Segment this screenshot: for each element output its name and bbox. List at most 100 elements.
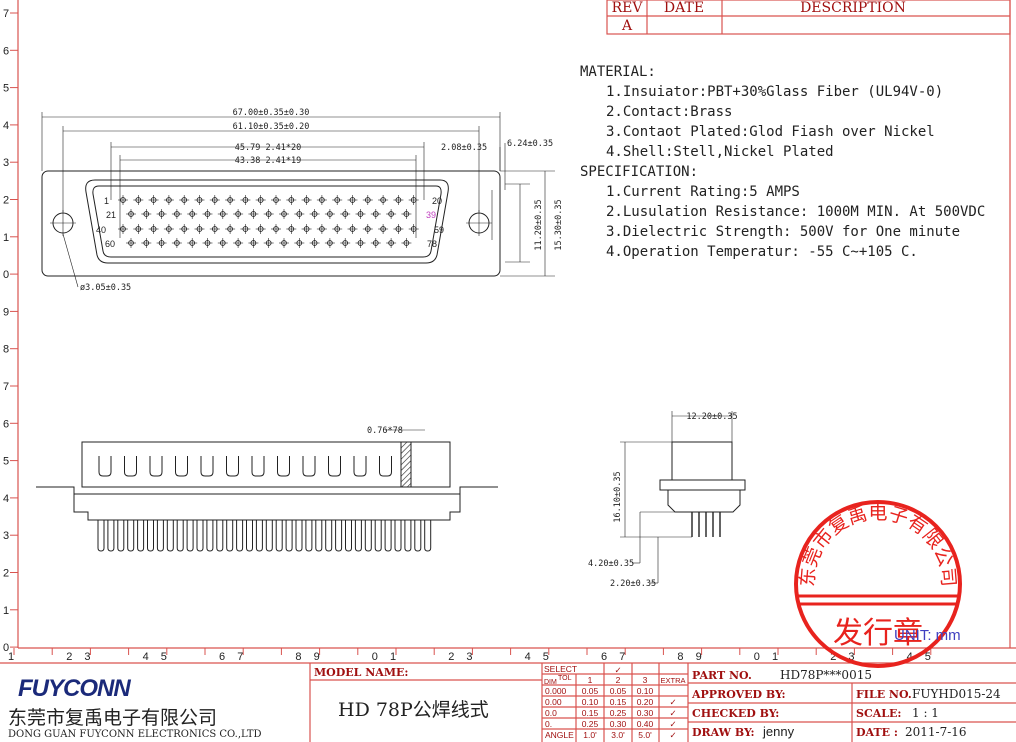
scale-label: SCALE: (856, 707, 901, 720)
sheet-frame (17, 0, 1016, 649)
solder-cup (147, 520, 154, 552)
tolerance-cell: 0.25 (610, 708, 627, 718)
ruler-tick-label: 6 (219, 651, 225, 663)
ruler-tick-label: 7 (237, 651, 243, 663)
svg-text:✓: ✓ (669, 708, 676, 718)
tolerance-cell: 0.15 (582, 708, 599, 718)
contact-pin (378, 195, 389, 205)
contact-pin (141, 238, 152, 248)
ruler-tick-label: 9 (314, 651, 320, 663)
contact-pin (279, 238, 289, 248)
contact-pin (217, 238, 228, 248)
ruler-tick-label: 1 (772, 651, 778, 663)
tolerance-cell: 0.0 (545, 708, 557, 718)
ruler-tick-label: 0 (3, 269, 9, 281)
side-body (73, 494, 461, 521)
contact-pin (340, 209, 351, 219)
side-slot (98, 456, 112, 477)
contact-pin (294, 238, 305, 248)
revision-table: REV DATE DESCRIPTION A (606, 0, 1011, 35)
tolerance-cell: 3.0' (611, 730, 625, 740)
dim-row-2-span: 43.38 2.41*19 (235, 156, 302, 166)
solder-cup (97, 520, 105, 552)
tol-col-3: 3 (643, 675, 648, 685)
pin-label-60: 60 (105, 239, 115, 249)
contact-pin (179, 224, 190, 234)
draw-by-label: DRAW BY: (692, 726, 755, 739)
material-item: 3.Contaot Plated:Glod Fiash over Nickel (606, 124, 935, 140)
tol-col-1: 1 (588, 675, 593, 685)
dim-mount-hole-spacing: 61.10±0.35±0.20 (233, 122, 310, 132)
company-name-cn: 东莞市复禹电子有限公司 (8, 707, 217, 729)
contact-pin (324, 238, 335, 248)
ruler-tick-label: 4 (3, 493, 9, 505)
side-slot (124, 456, 137, 477)
svg-text:✓: ✓ (669, 697, 676, 707)
solder-cup (305, 520, 313, 552)
solder-cup (196, 520, 204, 552)
tol-dim: DIM (544, 679, 557, 686)
solder-cup (424, 520, 432, 552)
scale-value: 1 : 1 (912, 706, 939, 720)
contact-pin (355, 209, 366, 219)
ruler-tick-label: 3 (84, 651, 90, 663)
material-item: 2.Contact:Brass (606, 104, 733, 120)
description-header: DESCRIPTION (800, 0, 906, 16)
contact-pin (171, 238, 182, 248)
contact-pin (133, 224, 144, 234)
ruler-tick-label: 5 (161, 651, 167, 663)
specification-heading: SPECIFICATION: (580, 164, 699, 180)
contact-pin (386, 238, 397, 248)
side-slot (379, 456, 392, 477)
specification-item: 3.Dielectric Strength: 500V for One minu… (606, 224, 961, 240)
side-shell (81, 441, 451, 488)
date-header: DATE (664, 0, 704, 16)
dim-flange-height: 15.30±0.35 (554, 199, 564, 250)
ruler-tick-label: 8 (295, 651, 301, 663)
contact-pin (309, 209, 320, 219)
ruler-tick-label: 0 (754, 651, 760, 663)
contact-pin (279, 209, 289, 219)
ruler-tick-label: 2 (830, 651, 836, 663)
dim-end-height: 16.10±0.35 (613, 471, 623, 522)
solder-cup (364, 520, 372, 552)
ruler-tick-label: 2 (3, 195, 9, 207)
svg-text:✓: ✓ (669, 730, 676, 740)
specification-item: 4.Operation Temperatur: -55 C~+105 C. (606, 244, 918, 260)
contact-pin (187, 238, 198, 248)
tol-select: SELECT (544, 664, 577, 674)
solder-cup (127, 520, 135, 552)
solder-cup (236, 520, 244, 552)
ruler-tick-label: 7 (3, 8, 9, 20)
ruler-tick-label: 3 (3, 157, 9, 169)
ruler-tick-label: 9 (3, 306, 9, 318)
contact-pin (240, 195, 251, 205)
solder-cup (255, 520, 263, 552)
front-dimension-lines (41, 112, 555, 288)
dim-shell-depth: 6.24±0.35 (507, 139, 553, 149)
front-insulator (92, 185, 442, 258)
solder-cup (166, 520, 174, 552)
contact-pin (294, 209, 305, 219)
tolerance-cell: 0.000 (545, 686, 567, 696)
ruler-tick-label: 7 (619, 651, 625, 663)
contact-pin (126, 209, 136, 219)
tolerance-cell: 0.15 (610, 697, 627, 707)
ruler-tick-label: 1 (3, 232, 9, 244)
tolerance-cell: ANGLE (545, 730, 574, 740)
contact-pin (263, 238, 274, 248)
contact-pin (233, 209, 244, 219)
contact-pin (271, 195, 281, 205)
contact-pin (233, 238, 244, 248)
ruler-tick-label: 8 (3, 344, 9, 356)
material-item: 4.Shell:Stell,Nickel Plated (606, 144, 834, 160)
contact-pin (340, 238, 351, 248)
ruler-tick-label: 2 (448, 651, 454, 663)
solder-cup (117, 520, 125, 552)
specification-notes: MATERIAL: 1.Insuiator:PBT+30%Glass Fiber… (580, 62, 985, 262)
contact-pin (209, 224, 220, 234)
ruler-tick-label: 4 (907, 651, 913, 663)
ruler-tick-label: 1 (8, 651, 14, 663)
ruler-tick-label: 5 (3, 83, 9, 95)
